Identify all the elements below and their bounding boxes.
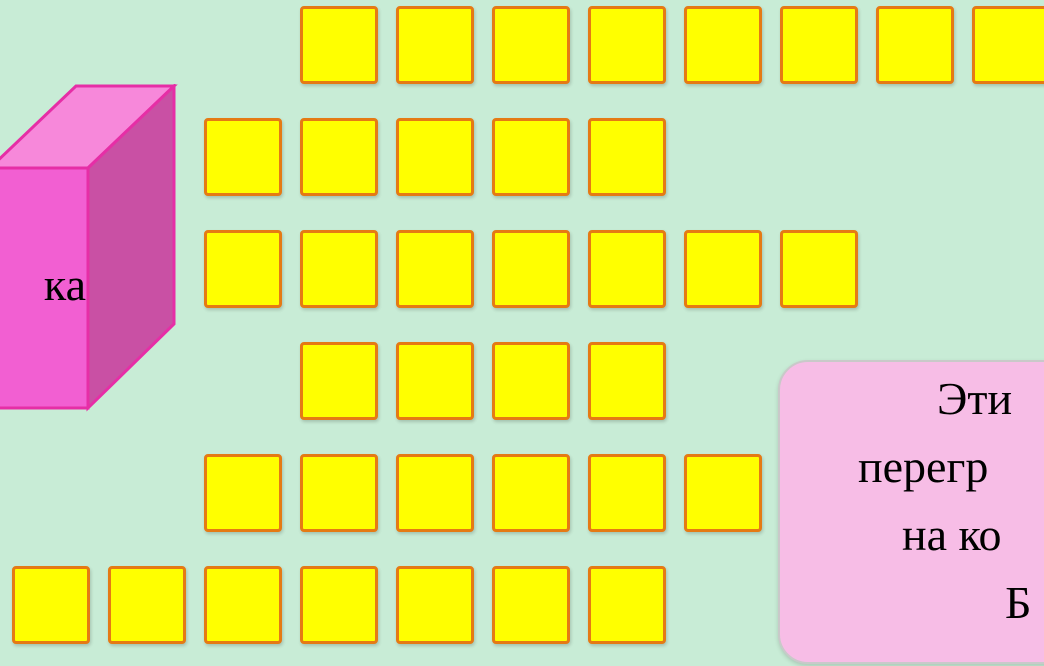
note-line: Б [1005,580,1031,626]
note-line: на ко [902,512,1002,558]
crossword-cell-row-5[interactable] [588,454,666,532]
crossword-cell-row-6[interactable] [108,566,186,644]
crossword-cell-row-2[interactable] [300,118,378,196]
crossword-cell-row-4[interactable] [300,342,378,420]
crossword-cell-row-5[interactable] [396,454,474,532]
crossword-cell-row-6[interactable] [588,566,666,644]
crossword-cell-row-2[interactable] [396,118,474,196]
crossword-cell-row-3[interactable] [300,230,378,308]
crossword-cell-row-1[interactable] [492,6,570,84]
crossword-cell-row-1[interactable] [396,6,474,84]
crossword-cell-row-5[interactable] [492,454,570,532]
note-line: Эти [937,376,1012,422]
crossword-cell-row-1[interactable] [876,6,954,84]
crossword-cell-row-1[interactable] [588,6,666,84]
crossword-cell-row-5[interactable] [300,454,378,532]
crossword-cell-row-3[interactable] [684,230,762,308]
crossword-cell-row-3[interactable] [588,230,666,308]
crossword-cell-row-6[interactable] [300,566,378,644]
crossword-cell-row-6[interactable] [204,566,282,644]
note-callout: Эти перегр на ко Б [778,360,1044,664]
cube-label: ка [0,262,86,308]
crossword-cell-row-2[interactable] [492,118,570,196]
crossword-cell-row-5[interactable] [684,454,762,532]
crossword-cell-row-3[interactable] [396,230,474,308]
crossword-cell-row-1[interactable] [972,6,1044,84]
crossword-cell-row-5[interactable] [204,454,282,532]
crossword-cell-row-2[interactable] [204,118,282,196]
crossword-cell-row-3[interactable] [204,230,282,308]
crossword-cell-row-6[interactable] [492,566,570,644]
crossword-cell-row-6[interactable] [12,566,90,644]
crossword-cell-row-1[interactable] [684,6,762,84]
crossword-cell-row-6[interactable] [396,566,474,644]
crossword-cell-row-3[interactable] [492,230,570,308]
note-line: перегр [858,444,988,490]
crossword-cell-row-1[interactable] [300,6,378,84]
crossword-cell-row-3[interactable] [780,230,858,308]
crossword-cell-row-1[interactable] [780,6,858,84]
crossword-cell-row-4[interactable] [492,342,570,420]
crossword-cell-row-2[interactable] [588,118,666,196]
pink-cube-shape [0,84,180,414]
crossword-cell-row-4[interactable] [588,342,666,420]
crossword-cell-row-4[interactable] [396,342,474,420]
